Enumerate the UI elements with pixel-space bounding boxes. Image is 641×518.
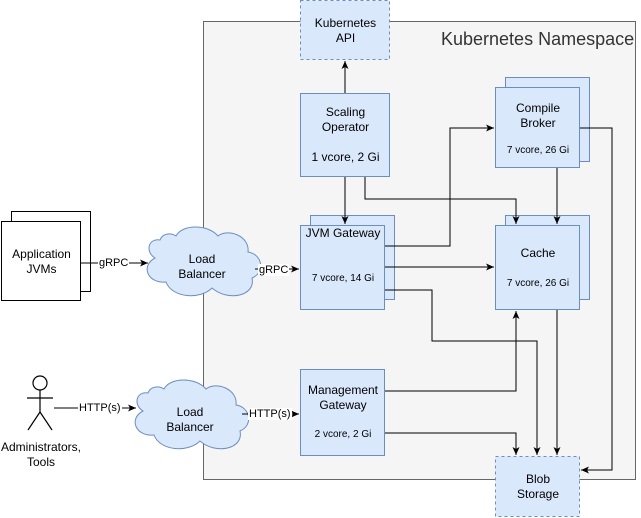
compile-broker-line1: Compile	[515, 101, 560, 115]
edge-scaling-to-cache	[364, 177, 520, 224]
blob-storage-label: Blob Storage	[496, 457, 580, 517]
namespace-title: Kubernetes Namespace	[441, 29, 635, 49]
edge-label-http-right: HTTP(s)	[248, 408, 292, 420]
management-gateway-label: Management Gateway 2 vcore, 2 Gi	[301, 383, 385, 442]
load-balancer-bottom-label: Load Balancer	[148, 400, 232, 440]
application-jvms-label: Application JVMs	[2, 222, 81, 301]
management-gateway-line2: Gateway	[319, 398, 367, 412]
edge-management-to-blob	[385, 432, 520, 455]
edge-label-grpc-left: gRPC	[98, 257, 130, 269]
edge-jvm-gateway-to-blob	[385, 289, 541, 455]
blob-storage-line1: Blob	[525, 472, 551, 486]
jvm-gateway-spec: 7 vcore, 14 Gi	[311, 273, 375, 284]
edge-compile-broker-to-blob	[580, 127, 613, 474]
scaling-operator-box	[300, 93, 390, 177]
cache-box	[495, 225, 580, 310]
management-gateway-line1: Management	[307, 383, 379, 397]
kubernetes-api-label: Kubernetes API	[301, 1, 390, 60]
scaling-operator-label: Scaling Operator 1 vcore, 2 Gi	[301, 105, 390, 165]
load-balancer-bottom-line1: Load	[176, 405, 204, 419]
administrators-line1: Administrators,	[0, 440, 82, 454]
scaling-operator-line1: Scaling	[325, 105, 366, 119]
scaling-operator-line2: Operator	[321, 120, 370, 134]
blob-storage-line2: Storage	[516, 487, 560, 501]
load-balancer-top-line2: Balancer	[178, 267, 226, 281]
jvm-gateway-box	[300, 225, 385, 310]
compile-broker-label: Compile Broker 7 vcore, 26 Gi	[496, 101, 580, 158]
administrators-line2: Tools	[26, 455, 55, 469]
application-jvms-line1: Application	[12, 246, 71, 261]
administrators-label: Administrators, Tools	[0, 440, 82, 470]
load-balancer-bottom-cloud	[134, 379, 250, 450]
edge-management-to-cache	[385, 311, 520, 392]
jvm-gateway-label: JVM Gateway 7 vcore, 14 Gi	[301, 226, 385, 286]
cache-title: Cache	[520, 246, 556, 260]
management-gateway-box	[300, 369, 385, 456]
cache-label: Cache 7 vcore, 26 Gi	[496, 246, 580, 291]
compile-broker-line2: Broker	[520, 116, 556, 130]
administrator-person-icon	[27, 375, 53, 431]
load-balancer-top-label: Load Balancer	[160, 247, 244, 287]
cache-spec: 7 vcore, 26 Gi	[506, 278, 570, 289]
blob-storage-box	[495, 456, 580, 517]
jvm-gateway-title: JVM Gateway	[305, 226, 381, 240]
edge-label-grpc-right: gRPC	[258, 264, 290, 276]
management-gateway-spec: 2 vcore, 2 Gi	[314, 429, 372, 440]
application-jvms-box	[1, 221, 81, 301]
load-balancer-top-cloud	[146, 226, 262, 297]
kubernetes-api-line2: API	[335, 30, 356, 45]
application-jvms-line2: JVMs	[26, 261, 57, 276]
load-balancer-bottom-line2: Balancer	[166, 420, 214, 434]
compile-broker-box	[495, 87, 580, 168]
kubernetes-api-box	[300, 0, 390, 60]
load-balancer-top-line1: Load	[188, 252, 216, 266]
edge-label-http-left: HTTP(s)	[78, 402, 122, 414]
kubernetes-api-line1: Kubernetes	[314, 15, 377, 30]
scaling-operator-spec: 1 vcore, 2 Gi	[311, 150, 380, 164]
edge-jvm-gateway-to-compile-broker	[385, 124, 494, 247]
compile-broker-spec: 7 vcore, 26 Gi	[506, 145, 570, 156]
